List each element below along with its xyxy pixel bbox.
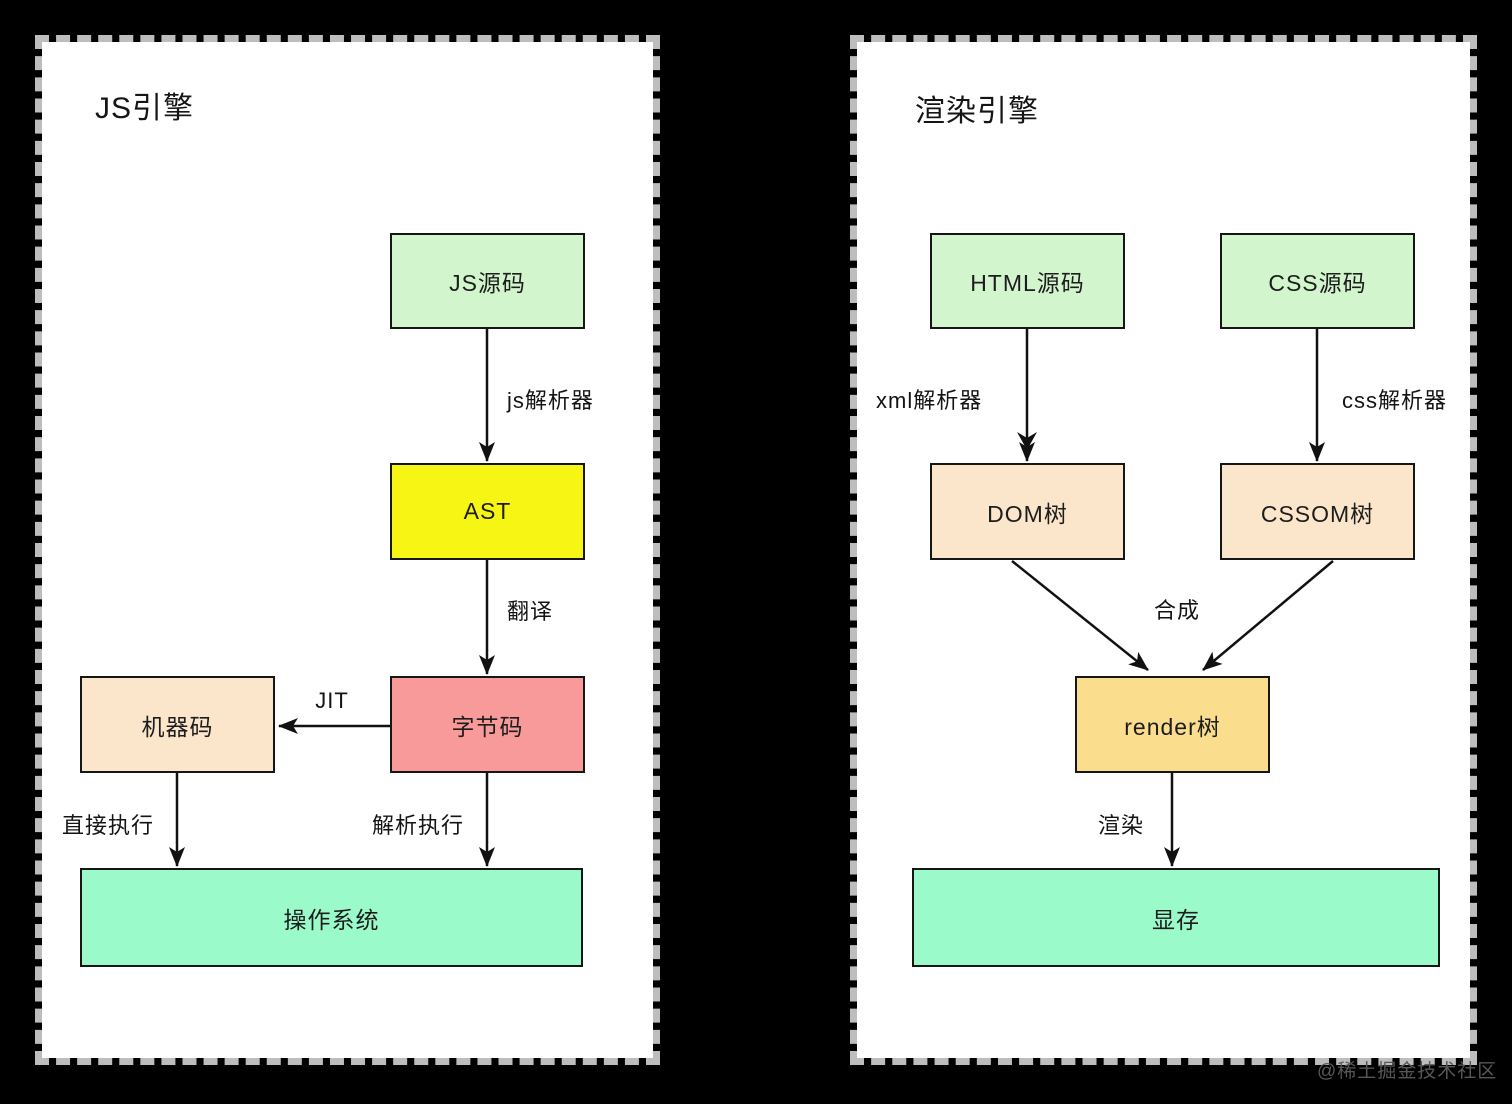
edge-label-jit: JIT (315, 688, 349, 713)
watermark: @稀土掘金技术社区 (1317, 1061, 1498, 1082)
edge-label-direct-execute: 直接执行 (62, 813, 155, 838)
node-bytecode: 字节码 (390, 676, 585, 773)
js-engine-title: JS引擎 (95, 92, 195, 125)
edge-label-css-parser: css解析器 (1342, 388, 1448, 413)
node-dom-tree: DOM树 (930, 463, 1125, 560)
node-machine-code: 机器码 (80, 676, 275, 773)
node-html-source: HTML源码 (930, 233, 1125, 329)
edge-label-interpret-execute: 解析执行 (372, 813, 465, 838)
node-cssom-tree: CSSOM树 (1220, 463, 1415, 560)
edge-label-compose: 合成 (1153, 598, 1201, 623)
edge-label-js-parser: js解析器 (507, 388, 594, 413)
node-ast: AST (390, 463, 585, 560)
node-css-source: CSS源码 (1220, 233, 1415, 329)
node-os: 操作系统 (80, 868, 583, 967)
render-engine-title: 渲染引擎 (915, 95, 1039, 128)
node-render-tree: render树 (1075, 676, 1270, 773)
node-vram: 显存 (912, 868, 1440, 967)
edge-label-translate: 翻译 (507, 599, 554, 624)
edge-label-xml-parser: xml解析器 (876, 388, 983, 413)
node-js-source: JS源码 (390, 233, 585, 329)
edge-label-render: 渲染 (1098, 813, 1145, 838)
